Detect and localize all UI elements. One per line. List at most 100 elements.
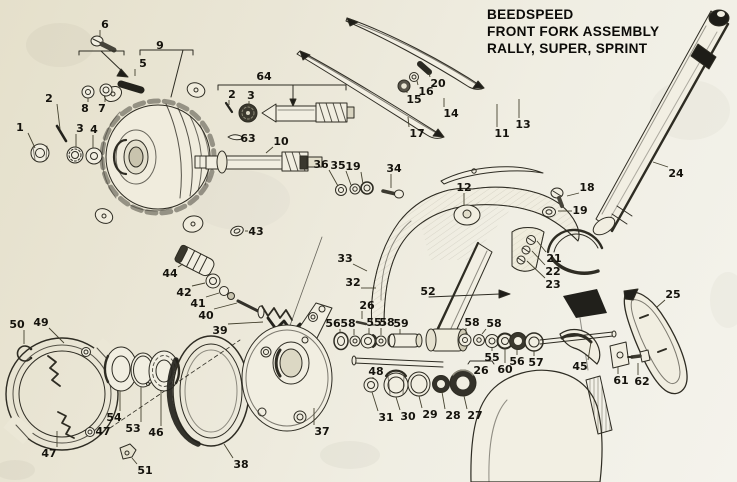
part-label-43: 43 [248, 225, 263, 238]
part-label-47: 47 [41, 447, 56, 460]
leader-line-1 [27, 132, 36, 149]
brake-shoes [3, 337, 241, 451]
part-label-61: 61 [613, 374, 628, 387]
leader-line-49 [48, 327, 65, 344]
leader-line-39 [227, 321, 264, 325]
brake-lever [609, 288, 688, 395]
part-label-56: 56 [509, 355, 525, 368]
fender-fasteners [335, 181, 404, 199]
axle-nuts-row [363, 369, 477, 398]
part-label-59: 59 [393, 317, 408, 330]
part-label-22: 22 [545, 265, 560, 278]
part-label-16: 16 [418, 85, 434, 98]
leader-line-20 [428, 72, 431, 78]
leader-line-19 [360, 171, 364, 185]
part-label-26: 26 [359, 299, 375, 312]
part-label-15: 15 [406, 93, 421, 106]
part-label-51: 51 [137, 464, 152, 477]
leader-line-16 [416, 80, 419, 86]
hub-small-parts [30, 35, 145, 165]
part-label-60: 60 [497, 363, 513, 376]
brake-backplate [241, 302, 333, 432]
part-label-32: 32 [345, 276, 360, 289]
leader-line-27 [463, 395, 468, 410]
part-label-4: 4 [90, 123, 98, 136]
leader-line-17 [407, 116, 410, 128]
part-label-10: 10 [273, 135, 289, 148]
part-label-2: 2 [45, 92, 53, 105]
front-fender [371, 186, 607, 371]
part-label-20: 20 [430, 77, 446, 90]
leader-line-51 [131, 457, 138, 465]
part-label-38: 38 [233, 458, 248, 471]
leader-line-58 [481, 328, 487, 335]
part-label-39: 39 [212, 324, 227, 337]
part-label-36: 36 [313, 158, 329, 171]
part-label-6: 6 [101, 18, 109, 31]
part-label-8: 8 [81, 102, 89, 115]
part-label-5: 5 [139, 57, 147, 70]
leader-line-36 [328, 169, 339, 187]
leader-line-40 [213, 302, 238, 310]
assembly-title: FRONT FORK ASSEMBLY [487, 24, 660, 39]
leader-line-33 [352, 263, 368, 272]
brand-name: BEEDSPEED [487, 7, 574, 22]
part-label-31: 31 [378, 411, 393, 424]
steering-column-tube [592, 9, 730, 236]
part-label-58: 58 [379, 316, 394, 329]
part-label-34: 34 [386, 162, 402, 175]
part-label-55: 55 [366, 316, 381, 329]
part-label-46: 46 [148, 426, 164, 439]
model-list: RALLY, SUPER, SPRINT [487, 41, 648, 56]
part-label-33: 33 [337, 252, 352, 265]
leader-line-24 [652, 161, 669, 168]
part-label-35: 35 [330, 159, 345, 172]
part-label-1: 1 [16, 121, 24, 134]
leader-line-28 [441, 391, 446, 410]
lower-fender [470, 328, 613, 482]
part-label-25: 25 [665, 288, 680, 301]
part-label-19: 19 [572, 204, 587, 217]
part-label-53: 53 [125, 422, 140, 435]
leader-line-18 [566, 192, 580, 197]
leader-line-2 [56, 103, 61, 130]
callout-arrows-mid [428, 289, 511, 365]
leader-line-38 [223, 443, 234, 459]
part-label-50: 50 [9, 318, 25, 331]
part-label-12: 12 [456, 181, 471, 194]
leader-line-44 [177, 263, 184, 268]
part-label-24: 24 [668, 167, 684, 180]
part-label-56: 56 [325, 317, 341, 330]
part-label-44: 44 [162, 267, 178, 280]
part-label-23: 23 [545, 278, 560, 291]
part-label-21: 21 [546, 252, 561, 265]
leader-line-31 [371, 391, 379, 412]
leader-line-10 [265, 146, 274, 154]
part-label-14: 14 [443, 107, 459, 120]
part-label-58: 58 [464, 316, 479, 329]
part-label-9: 9 [156, 39, 164, 52]
leader-line-35 [345, 170, 352, 186]
part-label-13: 13 [515, 118, 530, 131]
part-label-28: 28 [445, 409, 460, 422]
part-label-7: 7 [98, 102, 106, 115]
part-label-18: 18 [579, 181, 594, 194]
part-label-49: 49 [33, 316, 48, 329]
part-label-30: 30 [400, 410, 416, 423]
leader-line-42 [191, 282, 206, 287]
part-label-2: 2 [228, 88, 236, 101]
part-label-11: 11 [494, 127, 509, 140]
leader-line-30 [395, 396, 401, 411]
part-label-63: 63 [240, 132, 255, 145]
part-label-47: 47 [95, 425, 110, 438]
part-label-29: 29 [422, 408, 437, 421]
part-label-48: 48 [368, 365, 383, 378]
part-label-37: 37 [314, 425, 329, 438]
callout-brackets-top [78, 49, 347, 107]
title-block: BEEDSPEED FRONT FORK ASSEMBLY RALLY, SUP… [487, 6, 659, 57]
part-label-52: 52 [420, 285, 435, 298]
part-label-26: 26 [473, 364, 489, 377]
part-label-55: 55 [484, 351, 499, 364]
